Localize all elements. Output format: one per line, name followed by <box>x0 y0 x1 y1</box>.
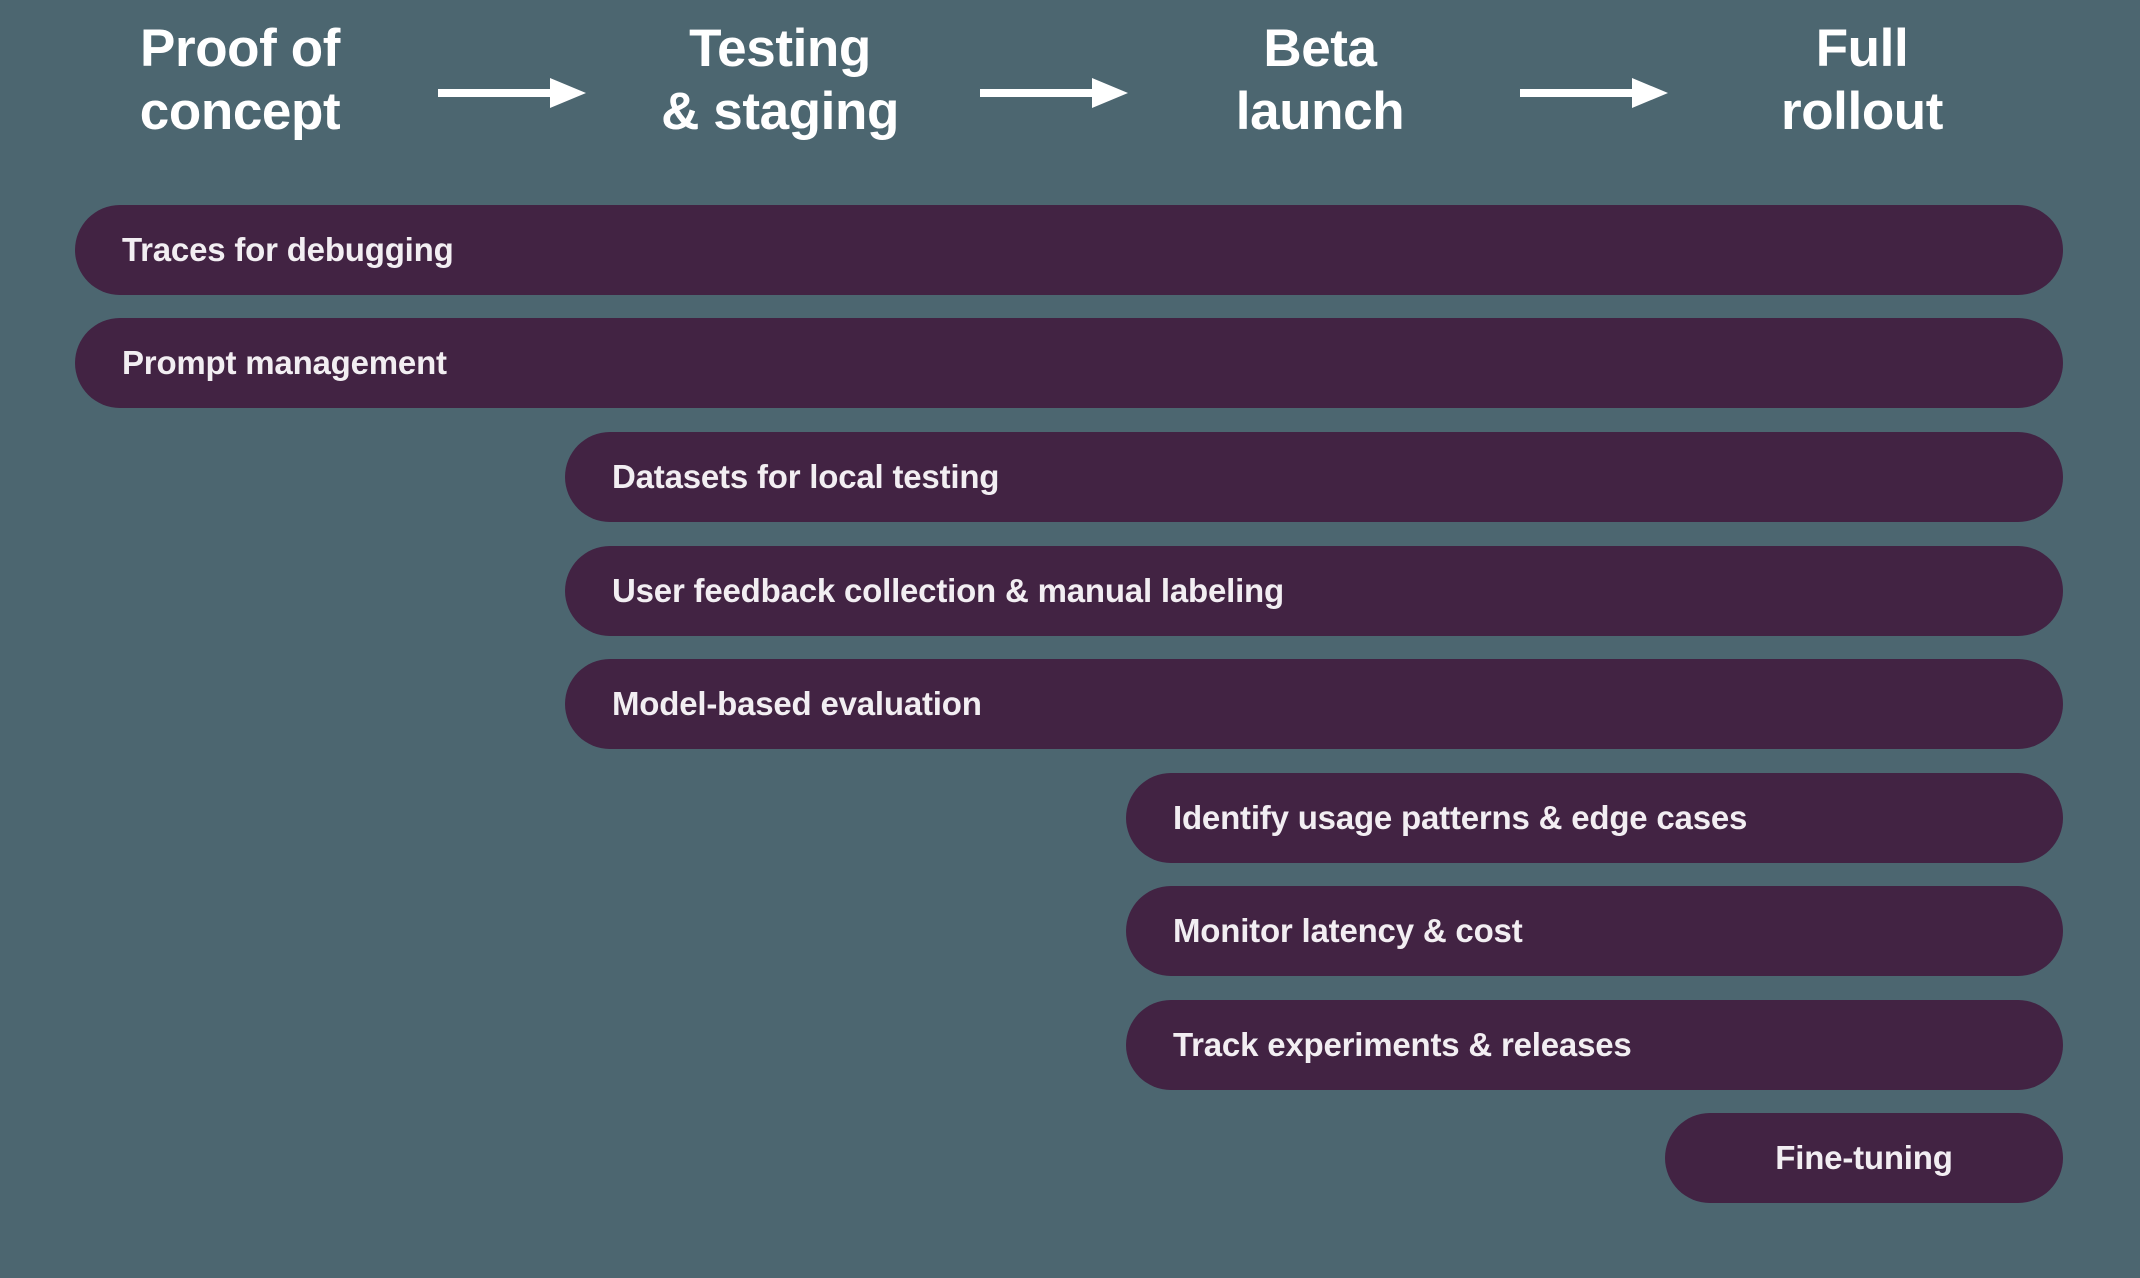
capability-bar[interactable]: Fine-tuning <box>1665 1113 2063 1203</box>
capability-bar-label: Identify usage patterns & edge cases <box>1173 799 1748 836</box>
capability-bar[interactable]: Identify usage patterns & edge cases <box>1126 773 2063 863</box>
capability-bar-label: Model-based evaluation <box>612 685 982 722</box>
phase-label-proof-of-concept: Proof of concept <box>139 19 341 141</box>
phase-header-row: Proof of concept Testing & staging Beta … <box>0 0 2140 185</box>
capability-bar[interactable]: Model-based evaluation <box>565 659 2063 749</box>
arrow-right-icon <box>980 78 1128 108</box>
capability-bar-label: Monitor latency & cost <box>1173 912 1523 949</box>
capability-bar[interactable]: Track experiments & releases <box>1126 1000 2063 1090</box>
capability-bar-label: Track experiments & releases <box>1173 1026 1632 1063</box>
phase-label-beta-launch: Beta launch <box>1235 19 1405 141</box>
capability-bar-label: Fine-tuning <box>1775 1139 1953 1176</box>
arrow-right-icon <box>1520 78 1668 108</box>
capability-bar-label: Prompt management <box>122 344 447 381</box>
capability-bar[interactable]: Prompt management <box>75 318 2063 408</box>
arrow-right-icon <box>438 78 586 108</box>
capability-bar-label: Datasets for local testing <box>612 458 1000 495</box>
phase-label-full-rollout: Full rollout <box>1780 19 1944 141</box>
capability-bar-label: Traces for debugging <box>122 231 454 268</box>
capability-bar[interactable]: User feedback collection & manual labeli… <box>565 546 2063 636</box>
capability-bar[interactable]: Monitor latency & cost <box>1126 886 2063 976</box>
capability-bar[interactable]: Datasets for local testing <box>565 432 2063 522</box>
capability-bar-label: User feedback collection & manual labeli… <box>612 572 1284 609</box>
phase-label-testing-and-staging: Testing & staging <box>661 19 899 141</box>
capability-bar[interactable]: Traces for debugging <box>75 205 2063 295</box>
